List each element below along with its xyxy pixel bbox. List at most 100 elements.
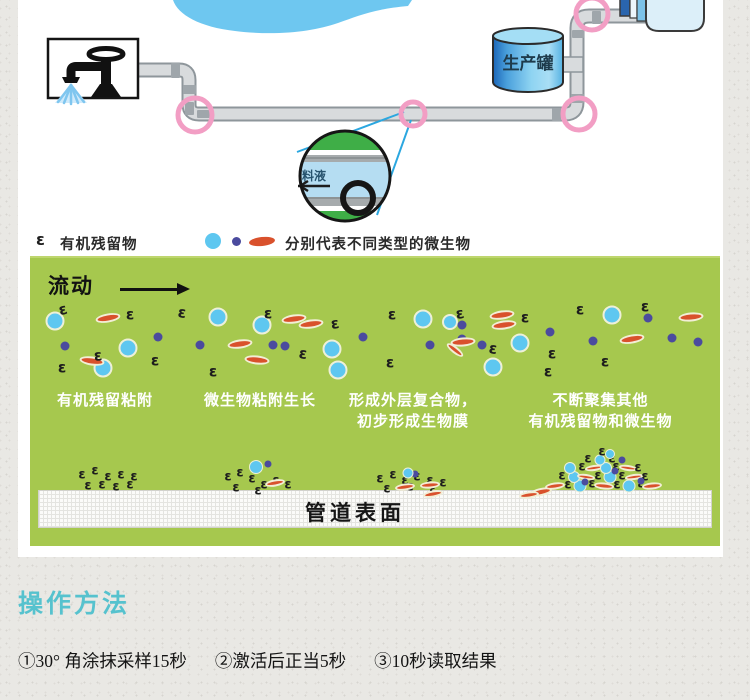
residue-squiggle: ɛ — [547, 344, 557, 363]
spray-station — [46, 37, 140, 106]
microbe-dot-icon — [232, 237, 241, 246]
microbe-dot — [457, 320, 467, 330]
legend: ɛ 有机残留物 分别代表不同类型的微生物 — [0, 228, 750, 256]
microbe-dot — [477, 340, 487, 350]
production-tank: 生产罐 — [492, 27, 564, 93]
microbe-dot — [195, 340, 205, 350]
microbe-circle — [118, 338, 138, 358]
microbe-ellipse — [618, 332, 646, 346]
microbe-circle — [322, 339, 342, 359]
residue-squiggle: ɛ — [297, 344, 309, 363]
microbe-dot — [588, 336, 598, 346]
residue-squiggle: ɛ — [57, 358, 67, 377]
microbe-ellipse — [94, 311, 122, 325]
faucet-icon — [55, 46, 126, 106]
step-2: ②激活后正当5秒 — [214, 651, 347, 671]
step-3: ③10秒读取结果 — [374, 651, 497, 671]
highlight-circle — [560, 95, 598, 133]
residue-squiggle: ɛ — [329, 314, 341, 333]
residue-squiggle: ɛ — [608, 451, 616, 467]
section-title: 操作方法 — [18, 591, 131, 618]
residue-squiggle: ɛ — [84, 478, 92, 494]
residue-squiggle: ɛ — [588, 476, 596, 492]
sampling-point-highlights — [175, 0, 611, 135]
residue-squiggle: ɛ — [78, 467, 86, 483]
residue-squiggle: ɛ — [224, 469, 232, 485]
residue-squiggle: ɛ — [126, 477, 134, 493]
stage-label-3: 形成外层复合物，初步形成生物膜 — [348, 392, 477, 430]
microbe-dot — [358, 332, 368, 342]
residue-squiggle: ɛ — [520, 308, 530, 327]
residue-squiggle: ɛ — [176, 303, 188, 322]
magnifier-label: 料液 — [302, 168, 326, 183]
microbe-dot — [60, 341, 70, 351]
highlight-circle — [175, 95, 215, 135]
stage-label-2: 微生物粘附生长 — [203, 392, 316, 409]
microbe-ellipse — [244, 354, 270, 366]
piping-diagram: 生产罐 料液 — [46, 0, 705, 223]
tank-outlet-stub — [560, 56, 584, 73]
microbe-circle — [510, 333, 530, 353]
microbe-ellipse — [422, 488, 444, 500]
microbe-dot — [618, 456, 626, 464]
residue-squiggle: ɛ — [564, 477, 572, 493]
microbe-ellipse — [490, 318, 518, 332]
microbe-circle — [328, 360, 348, 380]
microbe-circle — [45, 311, 65, 331]
storage-tank — [619, 0, 705, 32]
residue-squiggle: ɛ — [387, 305, 397, 324]
microbe-ellipse — [678, 311, 704, 323]
residue-squiggle: ɛ — [254, 483, 262, 499]
microbe-dot — [268, 340, 278, 350]
microbe-dot — [611, 467, 619, 475]
microbe-dot — [411, 470, 419, 478]
microbe-dot — [545, 327, 555, 337]
residue-squiggle: ɛ — [263, 304, 273, 323]
microbe-circle — [252, 315, 272, 335]
microbe-dot — [280, 341, 290, 351]
highlight-circle — [573, 0, 611, 33]
pipe-surface-label: 管道表面 — [305, 502, 405, 525]
water-blob — [173, 0, 412, 34]
flow-label: 流动 — [48, 275, 94, 298]
residue-squiggle: ɛ — [91, 463, 99, 479]
residue-squiggle: ɛ — [487, 339, 499, 358]
microbe-circle — [208, 307, 228, 327]
residue-squiggle: ɛ — [578, 459, 586, 475]
magnifier-ring-icon — [340, 180, 376, 216]
microbe-circle — [249, 460, 263, 474]
flow-arrow-icon — [120, 283, 190, 295]
residue-squiggle: ɛ — [401, 473, 409, 489]
microbe-dot — [693, 337, 703, 347]
microbe-circle — [442, 314, 458, 330]
production-tank-label: 生产罐 — [503, 53, 554, 73]
microbe-ellipse — [226, 337, 254, 351]
residue-squiggle: ɛ — [429, 481, 437, 497]
microbe-circle — [605, 449, 615, 459]
residue-squiggle: ɛ — [125, 305, 135, 324]
residue-squiggle: ɛ — [634, 460, 642, 476]
residue-squiggle: ɛ — [104, 469, 112, 485]
residue-squiggle: ɛ — [558, 468, 566, 484]
residue-squiggle: ɛ — [612, 461, 619, 474]
residue-squiggle: ɛ — [575, 300, 585, 319]
microbe-dot — [637, 477, 645, 485]
microbe-dot — [264, 460, 272, 468]
residue-squiggle: ɛ — [93, 346, 103, 365]
microbe-circle — [594, 454, 606, 466]
residue-squiggle: ɛ — [98, 477, 106, 493]
microbe-circle — [413, 309, 433, 329]
residue-squiggle: ɛ — [117, 467, 125, 483]
residue-squiggle: ɛ — [150, 351, 160, 370]
residue-squiggle: ɛ — [260, 477, 268, 493]
legend-residue-label: 有机残留物 — [60, 237, 138, 253]
residue-squiggle: ɛ — [413, 469, 421, 485]
pipe-surface: 管道表面 — [38, 490, 712, 528]
residue-squiggle-icon: ɛ — [36, 230, 45, 249]
residue-squiggle: ɛ — [385, 353, 395, 372]
microbe-ellipse-icon — [248, 235, 276, 248]
residue-squiggle: ɛ — [641, 469, 649, 485]
